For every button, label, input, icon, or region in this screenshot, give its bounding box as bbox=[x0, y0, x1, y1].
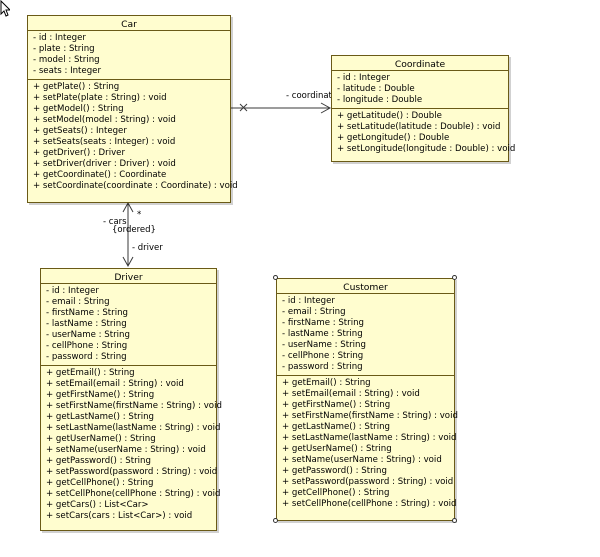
attribute-row[interactable]: - userName : String bbox=[46, 330, 130, 340]
class-name: Customer bbox=[277, 279, 454, 294]
operation-row[interactable]: + getFirstName() : String bbox=[282, 400, 391, 410]
operation-row[interactable]: + setDriver(driver : Driver) : void bbox=[33, 159, 176, 169]
attribute-row[interactable]: - email : String bbox=[282, 307, 346, 317]
operation-row[interactable]: + getDriver() : Driver bbox=[33, 148, 125, 158]
class-name: Driver bbox=[41, 269, 216, 284]
selection-handle-top-right[interactable] bbox=[452, 275, 457, 280]
operation-row[interactable]: + getLastName() : String bbox=[282, 422, 391, 432]
navigable-arrow-icon bbox=[320, 102, 332, 114]
operation-row[interactable]: + getEmail() : String bbox=[46, 368, 135, 378]
class-car[interactable]: Car - id : Integer- plate : String- mode… bbox=[27, 15, 238, 203]
operation-row[interactable]: + setLastName(lastName : String) : void bbox=[46, 423, 221, 433]
operation-row[interactable]: + setCellPhone(cellPhone : String) : voi… bbox=[46, 489, 221, 499]
operation-row[interactable]: + setPassword(password : String) : void bbox=[282, 477, 454, 487]
operation-row[interactable]: + getPlate() : String bbox=[33, 82, 120, 92]
cars-role-label: - cars bbox=[103, 217, 127, 227]
operation-row[interactable]: + setModel(model : String) : void bbox=[33, 115, 176, 125]
operation-row[interactable]: + getLongitude() : Double bbox=[337, 133, 450, 143]
attribute-row[interactable]: - latitude : Double bbox=[337, 84, 415, 94]
attribute-row[interactable]: - password : String bbox=[282, 362, 363, 372]
operation-row[interactable]: + setLatitude(latitude : Double) : void bbox=[337, 122, 501, 132]
operation-row[interactable]: + setCoordinate(coordinate : Coordinate)… bbox=[33, 181, 238, 191]
mouse-pointer-icon bbox=[0, 0, 10, 17]
attribute-row[interactable]: - password : String bbox=[46, 352, 127, 362]
selection-handle-bottom-right[interactable] bbox=[452, 518, 457, 523]
coordinate-role-label: - coordinate bbox=[286, 91, 338, 101]
class-driver[interactable]: Driver - id : Integer- email : String- f… bbox=[40, 268, 222, 531]
attribute-row[interactable]: - seats : Integer bbox=[33, 66, 101, 76]
driver-role-label: - driver bbox=[132, 243, 163, 253]
cars-ordered-constraint: {ordered} bbox=[112, 225, 156, 235]
operation-row[interactable]: + setName(userName : String) : void bbox=[282, 455, 442, 465]
attribute-row[interactable]: - cellPhone : String bbox=[46, 341, 128, 351]
cars-multiplicity-label: * bbox=[137, 210, 142, 220]
attributes-compartment: - id : Integer- plate : String- model : … bbox=[28, 31, 230, 80]
attribute-row[interactable]: - id : Integer bbox=[33, 33, 86, 43]
attribute-row[interactable]: - plate : String bbox=[33, 44, 95, 54]
attribute-row[interactable]: - cellPhone : String bbox=[282, 351, 364, 361]
class-name: Car bbox=[28, 16, 230, 31]
operations-compartment: + getLatitude() : Double+ setLatitude(la… bbox=[332, 109, 516, 157]
operation-row[interactable]: + setCellPhone(cellPhone : String) : voi… bbox=[282, 499, 457, 509]
attribute-row[interactable]: - id : Integer bbox=[282, 296, 335, 306]
operation-row[interactable]: + getModel() : String bbox=[33, 104, 124, 114]
operation-row[interactable]: + getLastName() : String bbox=[46, 412, 155, 422]
operation-row[interactable]: + setLongitude(longitude : Double) : voi… bbox=[337, 144, 516, 154]
operation-row[interactable]: + getLatitude() : Double bbox=[337, 111, 442, 121]
attributes-compartment: - id : Integer- latitude : Double- longi… bbox=[332, 71, 508, 109]
operation-row[interactable]: + setEmail(email : String) : void bbox=[46, 379, 184, 389]
operation-row[interactable]: + getCellPhone() : String bbox=[282, 488, 390, 498]
class-name: Coordinate bbox=[332, 56, 508, 71]
attributes-compartment: - id : Integer- email : String- firstNam… bbox=[277, 294, 454, 376]
attributes-compartment: - id : Integer- email : String- firstNam… bbox=[41, 284, 216, 366]
operation-row[interactable]: + setLastName(lastName : String) : void bbox=[282, 433, 457, 443]
operation-row[interactable]: + getCars() : List<Car> bbox=[46, 500, 149, 510]
attribute-row[interactable]: - lastName : String bbox=[282, 329, 363, 339]
attribute-row[interactable]: - firstName : String bbox=[46, 308, 128, 318]
operations-compartment: + getEmail() : String+ setEmail(email : … bbox=[41, 366, 222, 524]
operation-row[interactable]: + getPassword() : String bbox=[46, 456, 151, 466]
operation-row[interactable]: + setFirstName(firstName : String) : voi… bbox=[282, 411, 458, 421]
attribute-row[interactable]: - userName : String bbox=[282, 340, 366, 350]
operation-row[interactable]: + getSeats() : Integer bbox=[33, 126, 127, 136]
operation-row[interactable]: + getUserName() : String bbox=[282, 444, 392, 454]
operation-row[interactable]: + getPassword() : String bbox=[282, 466, 387, 476]
selection-handle-bottom-left[interactable] bbox=[273, 518, 278, 523]
operation-row[interactable]: + setFirstName(firstName : String) : voi… bbox=[46, 401, 222, 411]
operation-row[interactable]: + getFirstName() : String bbox=[46, 390, 155, 400]
class-coordinate[interactable]: Coordinate - id : Integer- latitude : Do… bbox=[331, 55, 516, 162]
operation-row[interactable]: + getEmail() : String bbox=[282, 378, 371, 388]
operations-compartment: + getPlate() : String+ setPlate(plate : … bbox=[28, 80, 238, 194]
operation-row[interactable]: + setSeats(seats : Integer) : void bbox=[33, 137, 176, 147]
operation-row[interactable]: + setPlate(plate : String) : void bbox=[33, 93, 167, 103]
attribute-row[interactable]: - model : String bbox=[33, 55, 100, 65]
operation-row[interactable]: + getUserName() : String bbox=[46, 434, 156, 444]
selection-handle-top-left[interactable] bbox=[273, 275, 278, 280]
attribute-row[interactable]: - id : Integer bbox=[337, 73, 390, 83]
operations-compartment: + getEmail() : String+ setEmail(email : … bbox=[277, 376, 458, 512]
class-customer[interactable]: Customer - id : Integer- email : String-… bbox=[276, 278, 458, 521]
attribute-row[interactable]: - longitude : Double bbox=[337, 95, 423, 105]
operation-row[interactable]: + getCellPhone() : String bbox=[46, 478, 154, 488]
operation-row[interactable]: + setName(userName : String) : void bbox=[46, 445, 206, 455]
operation-row[interactable]: + setPassword(password : String) : void bbox=[46, 467, 218, 477]
operation-row[interactable]: + getCoordinate() : Coordinate bbox=[33, 170, 167, 180]
attribute-row[interactable]: - lastName : String bbox=[46, 319, 127, 329]
attribute-row[interactable]: - email : String bbox=[46, 297, 110, 307]
operation-row[interactable]: + setEmail(email : String) : void bbox=[282, 389, 420, 399]
operation-row[interactable]: + setCars(cars : List<Car>) : void bbox=[46, 511, 193, 521]
attribute-row[interactable]: - firstName : String bbox=[282, 318, 364, 328]
attribute-row[interactable]: - id : Integer bbox=[46, 286, 99, 296]
